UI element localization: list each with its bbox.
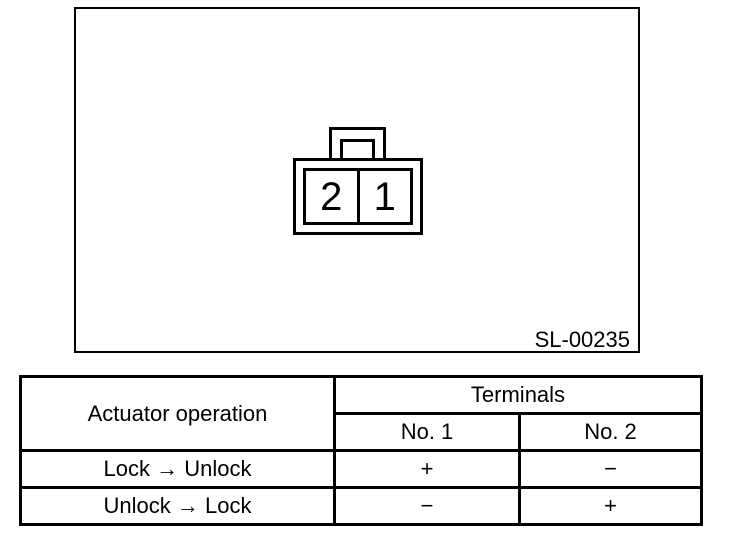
terminal-2-label: 2 — [320, 174, 343, 219]
terminals-header: Terminals — [333, 375, 703, 415]
table-row: Lock → Unlock + − — [19, 449, 703, 489]
operation-cell: Unlock → Lock — [19, 486, 336, 526]
figure-id-label: SL-00235 — [534, 327, 630, 352]
actuator-terminal-table: Actuator operation Terminals No. 1 No. 2… — [19, 375, 703, 526]
table-header-row-terminals: Actuator operation Terminals — [19, 375, 703, 452]
operation-cell: Lock → Unlock — [19, 449, 336, 489]
terminal-2-cell: 2 — [306, 171, 360, 222]
terminal-no2-header: No. 2 — [518, 412, 703, 452]
table-header-row-numbers: No. 1 No. 2 — [21, 412, 703, 452]
operation-column-header: Actuator operation — [19, 375, 336, 452]
terminal-1-label: 1 — [373, 174, 396, 219]
connector-lock-tab-inner — [340, 139, 375, 160]
no1-polarity-cell: − — [333, 486, 521, 526]
terminal-1-cell: 1 — [360, 171, 411, 222]
connector-terminal-cavity: 2 1 — [303, 168, 413, 225]
no2-polarity-cell: + — [518, 486, 703, 526]
terminal-no1-header: No. 1 — [333, 412, 521, 452]
table-row: Unlock → Lock − + — [19, 486, 703, 526]
connector-lock-tab-icon — [329, 127, 386, 159]
no2-polarity-cell: − — [518, 449, 703, 489]
no1-polarity-cell: + — [333, 449, 521, 489]
